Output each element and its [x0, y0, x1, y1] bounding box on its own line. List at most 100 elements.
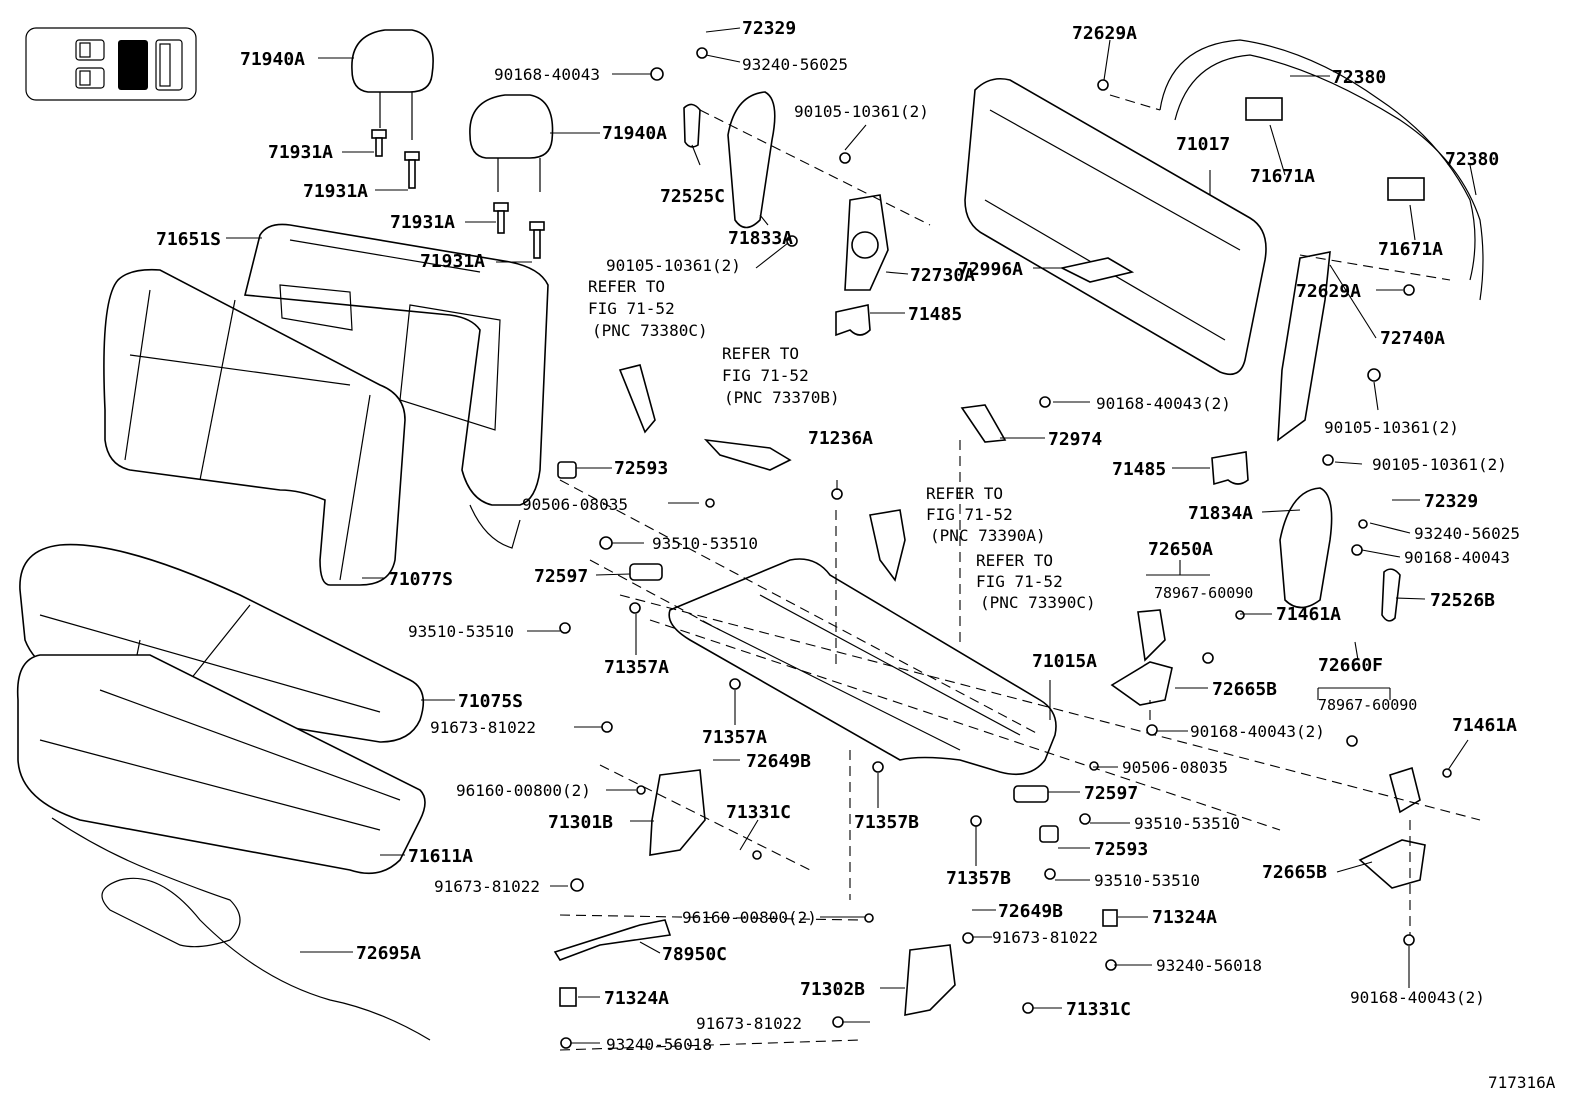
callout-96160-00800-2-b: 96160-00800(2)	[682, 908, 817, 927]
callout-93240-56025-top: 93240-56025	[742, 55, 848, 74]
headrest-1	[351, 29, 434, 140]
callout-90105-10361-2-d: 90105-10361(2)	[1372, 455, 1507, 474]
callout-91673-81022-a: 91673-81022	[430, 718, 536, 737]
callout-72525C: 72525C	[660, 186, 725, 207]
callout-71940A-1: 71940A	[240, 49, 305, 70]
callout-91673-81022-b: 91673-81022	[434, 877, 540, 896]
callout-71651S: 71651S	[156, 229, 221, 250]
callout-72526B: 72526B	[1430, 590, 1495, 611]
cap-72593-a	[557, 461, 577, 479]
callout-78967-60090-b: 78967-60090	[1318, 696, 1417, 714]
callout-71331C-a: 71331C	[726, 802, 791, 823]
callout-72665B-a: 72665B	[1212, 679, 1277, 700]
callout-90105-10361-2-b: 90105-10361(2)	[606, 256, 741, 275]
clip-72597-a	[629, 563, 663, 581]
cable-72380-a	[1159, 39, 1476, 281]
callout-78967-60090-a: 78967-60090	[1154, 584, 1253, 602]
callout-90168-40043-top: 90168-40043	[494, 65, 600, 84]
callout-72629A-top: 72629A	[1072, 23, 1137, 44]
callout-71931A-1: 71931A	[268, 142, 333, 163]
callout-72329-b: 72329	[1424, 491, 1478, 512]
striker-72665B-a	[1110, 661, 1173, 706]
rear-seat-back-left	[103, 268, 406, 586]
assembly-lines	[559, 94, 1481, 1051]
callout-72649B-a: 72649B	[746, 751, 811, 772]
callout-71301B: 71301B	[548, 812, 613, 833]
callout-72649B-b: 72649B	[998, 901, 1063, 922]
callout-93240-56018-b: 93240-56018	[606, 1035, 712, 1054]
callout-71940A-2: 71940A	[602, 123, 667, 144]
callout-71931A-2: 71931A	[303, 181, 368, 202]
ref-73370B-line1: REFER TO	[722, 344, 799, 363]
callout-72629A-b: 72629A	[1296, 281, 1361, 302]
cover-71833A	[727, 91, 776, 229]
callout-72660F: 72660F	[1318, 655, 1383, 676]
hinge-72740A	[1277, 251, 1331, 442]
callout-90168-40043-b: 90168-40043	[1404, 548, 1510, 567]
fasteners	[559, 47, 1452, 1049]
callout-71075S: 71075S	[458, 691, 523, 712]
belt-73380C	[618, 364, 656, 434]
ref-73390C-line3: (PNC 73390C)	[980, 593, 1096, 612]
ref-73390C-line2: FIG 71-52	[976, 572, 1063, 591]
callout-90506-08035-a: 90506-08035	[522, 495, 628, 514]
label-71671A-a	[1245, 97, 1283, 121]
callout-71485-b: 71485	[1112, 459, 1166, 480]
seat-frame-71015A	[668, 558, 1057, 776]
callout-72593-b: 72593	[1094, 839, 1148, 860]
spacer-71485-a	[835, 304, 871, 337]
belt-73370B	[703, 438, 792, 471]
callout-72665B-b: 72665B	[1262, 862, 1327, 883]
ref-73380C-line1: REFER TO	[588, 277, 665, 296]
ref-73380C-line3: (PNC 73380C)	[592, 321, 708, 340]
callout-78950C: 78950C	[662, 944, 727, 965]
ref-73390A-line2: FIG 71-52	[926, 505, 1013, 524]
callout-72597-b: 72597	[1084, 783, 1138, 804]
callout-71611A: 71611A	[408, 846, 473, 867]
pad-72996A	[1059, 257, 1135, 283]
reference-notes: REFER TO FIG 71-52 (PNC 73380C) REFER TO…	[588, 277, 1096, 612]
callout-71236A: 71236A	[808, 428, 873, 449]
figure-id: 717316A	[1488, 1073, 1556, 1092]
callout-96160-00800-2-a: 96160-00800(2)	[456, 781, 591, 800]
collar-71324A-b	[559, 987, 577, 1007]
callout-90168-40043-2-b: 90168-40043(2)	[1190, 722, 1325, 741]
hinge-72730A	[844, 194, 889, 291]
callout-91673-81022-c: 91673-81022	[992, 928, 1098, 947]
seat-locator-icon	[25, 27, 197, 101]
hinge-71301B	[649, 769, 706, 856]
cover-72525C	[683, 103, 701, 148]
callout-71671A-b: 71671A	[1378, 239, 1443, 260]
callout-71931A-3: 71931A	[390, 212, 455, 233]
callout-90506-08035-b: 90506-08035	[1122, 758, 1228, 777]
callout-72650A: 72650A	[1148, 539, 1213, 560]
callout-71077S: 71077S	[388, 569, 453, 590]
callout-71834A: 71834A	[1188, 503, 1253, 524]
callout-72740A: 72740A	[1380, 328, 1445, 349]
bracket-72974	[960, 404, 1007, 443]
callout-72593-a: 72593	[614, 458, 668, 479]
callout-93510-53510-d: 93510-53510	[1094, 871, 1200, 890]
ref-73390A-line1: REFER TO	[926, 484, 1003, 503]
callout-71833A: 71833A	[728, 228, 793, 249]
headrest-guides	[371, 129, 545, 259]
cover-71834A	[1279, 487, 1333, 609]
lock-72650A	[1137, 609, 1166, 662]
callout-72695A: 72695A	[356, 943, 421, 964]
callout-71015A: 71015A	[1032, 651, 1097, 672]
callout-72597-a: 72597	[534, 566, 588, 587]
callout-71671A-a: 71671A	[1250, 166, 1315, 187]
callout-93240-56018-a: 93240-56018	[1156, 956, 1262, 975]
ref-73390A-line3: (PNC 73390A)	[930, 526, 1046, 545]
callout-71302B: 71302B	[800, 979, 865, 1000]
callout-71485-a: 71485	[908, 304, 962, 325]
callout-93510-53510-a: 93510-53510	[652, 534, 758, 553]
striker-72665B-b	[1358, 839, 1426, 889]
callout-71357B-a: 71357B	[854, 812, 919, 833]
seat-cushion-frame	[16, 654, 426, 875]
belt-73390A	[869, 509, 906, 582]
callout-91673-81022-d: 91673-81022	[696, 1014, 802, 1033]
collar-71324A-a	[1102, 909, 1118, 927]
lever-78950C	[553, 919, 672, 961]
